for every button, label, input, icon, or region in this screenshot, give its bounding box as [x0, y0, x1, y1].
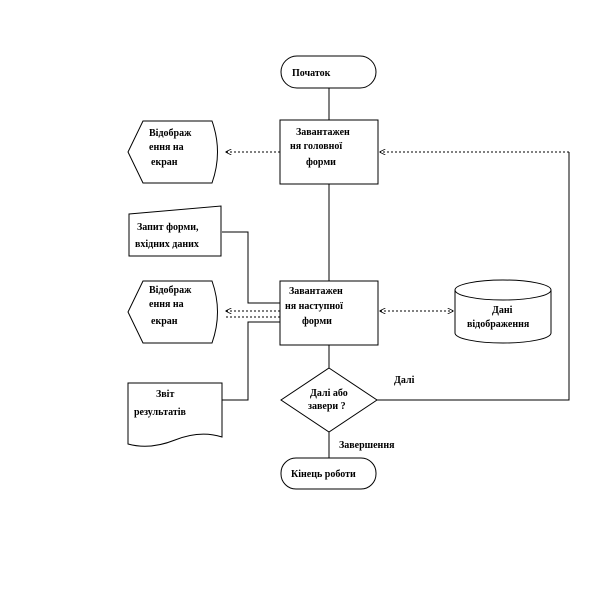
finish-branch-label: Завершення	[339, 440, 395, 451]
display-1-label-1: Відображ	[149, 128, 192, 139]
display-1-label-3: екран	[151, 157, 178, 168]
db-label-2: відображення	[467, 319, 530, 330]
report-label-2: результатів	[134, 407, 187, 418]
display-1-label-2: ення на	[149, 142, 184, 153]
display-2-label-2: ення на	[149, 299, 184, 310]
flow-request-to-load-next	[222, 231, 280, 304]
display-2-label-1: Відображ	[149, 285, 192, 296]
end-terminator	[280, 457, 377, 490]
load-main-label-1: Завантажен	[296, 127, 350, 138]
request-label-2: вхідних даних	[135, 239, 199, 250]
request-label-1: Запит форми,	[137, 222, 199, 233]
start-terminator	[280, 55, 377, 89]
report-label-1: Звіт	[156, 389, 174, 400]
display-1-shape	[127, 120, 218, 184]
decision-diamond	[280, 367, 378, 433]
end-label: Кінець роботи	[291, 469, 356, 480]
flow-loop-back	[377, 152, 570, 401]
next-branch-label: Далі	[394, 375, 415, 386]
load-next-label-2: ня наступної	[285, 301, 343, 312]
request-input-shape	[128, 205, 222, 257]
load-next-label-1: Завантажен	[289, 286, 343, 297]
load-main-label-2: ня головної	[290, 141, 342, 152]
db-cylinder-top	[454, 279, 552, 301]
start-label: Початок	[292, 68, 331, 79]
load-next-process	[279, 280, 379, 346]
decision-label-1: Далі або	[310, 388, 348, 399]
display-2-label-3: екран	[151, 316, 178, 327]
db-cylinder	[454, 290, 552, 344]
load-main-process	[279, 119, 379, 185]
flow-load-next-to-report	[222, 321, 280, 401]
load-main-label-3: форми	[306, 157, 336, 168]
db-label-1: Дані	[492, 305, 513, 316]
decision-label-2: завери ?	[308, 401, 346, 412]
report-document-shape	[127, 382, 223, 447]
load-next-label-3: форми	[302, 316, 332, 327]
display-2-shape	[127, 280, 218, 344]
